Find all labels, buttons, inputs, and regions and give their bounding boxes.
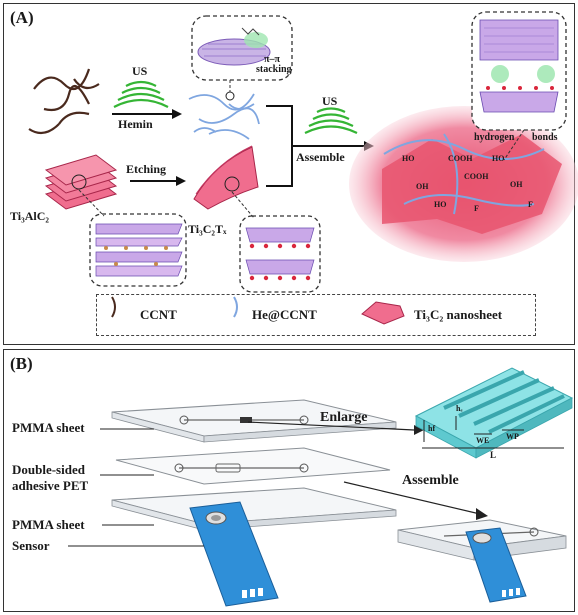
interdigitated-electrode: [414, 367, 574, 459]
label-pmma-top: PMMA sheet: [12, 420, 85, 435]
label-bonds: bonds: [532, 132, 558, 143]
legend-ccnt-label: CCNT: [140, 307, 177, 322]
us-waves-assemble: [304, 107, 358, 134]
legend-ccnt-icon: [111, 296, 116, 318]
arrow-assemble-b: [343, 481, 481, 515]
group-label: HO: [434, 200, 447, 209]
label-adhesive-line1: Double-sided: [12, 462, 85, 477]
nanotube-lattice: [197, 27, 271, 66]
label-dim-he: hₑ: [456, 404, 463, 413]
arrow-assemble-b-head: [476, 508, 488, 520]
label-sensor: Sensor: [12, 538, 50, 553]
group-label: COOH: [464, 172, 489, 181]
legend-heccnt-label: He@CCNT: [252, 307, 317, 322]
ti3c2tx-crystal-inset: [239, 215, 321, 293]
label-stacking: stacking: [256, 64, 292, 75]
arrow-enlarge: [247, 421, 415, 431]
label-assemble: Assemble: [296, 150, 345, 164]
label-enlarge: Enlarge: [320, 410, 368, 425]
arrow-etching-head: [176, 176, 186, 186]
ti3c2tx-sheets: [193, 145, 259, 210]
group-label: HO: [402, 154, 415, 163]
legend-mxene-label: Ti₃C₂ nanosheet: [414, 307, 503, 322]
ccnt-strands: [28, 68, 100, 135]
assembled-device: [397, 519, 567, 603]
zoom-circle-ti3c2tx: [224, 176, 240, 192]
ti3alc2-layers: [44, 154, 118, 210]
panel-b-label: (B): [10, 354, 33, 373]
panel-a-label: (A): [10, 8, 34, 27]
label-ti3c2tx: Ti₃C₂Tₓ: [188, 222, 227, 236]
legend-box: [96, 294, 536, 336]
composite-tubes: [383, 133, 545, 215]
label-dim-we: WE: [476, 436, 490, 445]
label-assemble-b: Assemble: [402, 473, 459, 488]
zoom-circle-ti3alc2: [71, 174, 87, 190]
inset-connector-ti3c2tx: [231, 191, 255, 219]
label-ti3alc2: Ti₃AlC₂: [10, 209, 49, 223]
label-etching: Etching: [126, 162, 167, 176]
zoom-circle-heccnt: [225, 91, 235, 101]
composite-sheet: [382, 134, 562, 234]
arrow-hemin-head: [172, 109, 182, 119]
arrow-enlarge-head: [414, 425, 424, 435]
label-us-assemble: US: [322, 94, 338, 108]
label-adhesive-line2: adhesive PET: [12, 478, 89, 493]
label-hemin: Hemin: [118, 117, 153, 131]
inset-connector-ti3alc2: [78, 189, 105, 217]
sensor-strip: [189, 501, 279, 607]
adhesive-pet: [115, 447, 391, 485]
group-label: COOH: [448, 154, 473, 163]
group-label: F: [528, 200, 533, 209]
panel-a: (A): [3, 3, 578, 345]
inset-connector-hbond: [503, 129, 525, 161]
heccnt-strands: [188, 93, 260, 140]
label-us-top: US: [132, 64, 148, 78]
panel-b: (B): [3, 349, 575, 612]
group-label: OH: [416, 182, 429, 191]
label-dim-wp: WP: [506, 432, 519, 441]
us-waves-top: [113, 80, 169, 108]
ti3alc2-crystal: [95, 223, 183, 277]
panel-a-graphics: [28, 11, 578, 325]
label-dim-l: L: [490, 450, 497, 460]
label-dim-hf: hf: [428, 424, 436, 433]
group-label: F: [474, 204, 479, 213]
group-label: OH: [510, 180, 523, 189]
label-hydrogen: hydrogen: [474, 132, 515, 143]
pmma-sheet-bottom: [111, 487, 397, 531]
label-pmma-bottom: PMMA sheet: [12, 517, 85, 532]
legend-mxene-icon: [361, 301, 405, 325]
label-pi-pi: π–π: [264, 54, 280, 65]
group-label: HO: [492, 154, 505, 163]
ti3c2tx-crystal: [245, 227, 315, 281]
panel-b-graphics: [68, 367, 574, 607]
bracket-join: [266, 105, 293, 187]
hydrogen-bond-lattice: [479, 19, 559, 113]
legend-heccnt-icon: [233, 296, 238, 318]
